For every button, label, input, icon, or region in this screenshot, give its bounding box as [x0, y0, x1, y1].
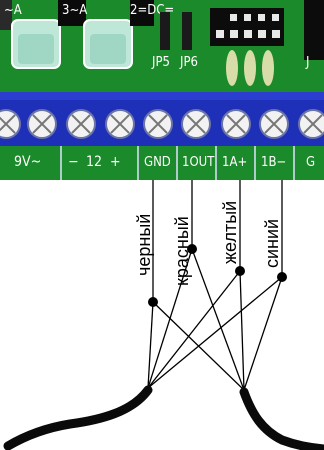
pcb-board-lower-strip	[0, 146, 324, 180]
terminal-label-g: G	[306, 155, 315, 170]
wire-label-red: красный	[172, 216, 192, 286]
wire-label-black: черный	[134, 214, 154, 276]
wire-label-blue: синий	[262, 219, 282, 268]
screw	[105, 109, 135, 139]
jumpers: JP5 JP6	[151, 12, 198, 70]
terminal-label-plus: +	[110, 154, 121, 170]
label-jp6: JP6	[179, 55, 198, 70]
terminal-label-12: 12	[86, 154, 102, 170]
terminal-label-1out: 1OUT	[182, 155, 215, 170]
screw	[259, 109, 289, 139]
wires	[147, 180, 283, 391]
junction-red	[187, 244, 197, 254]
terminal-label-gnd: GND	[144, 155, 171, 170]
junction-yellow	[235, 266, 245, 276]
terminal-dividers	[60, 146, 295, 180]
terminal-label-1a-plus: 1A+	[222, 155, 247, 170]
label-ac1: ~A	[4, 3, 22, 18]
terminal-block-highlight	[0, 92, 324, 100]
terminal-label-9v: 9V~	[14, 154, 41, 170]
screw	[27, 109, 57, 139]
screw	[181, 109, 211, 139]
label-j: J	[305, 55, 309, 70]
terminal-screws	[0, 109, 324, 139]
header-connector: J	[210, 0, 324, 70]
junction-blue	[277, 272, 287, 282]
label-ac2: 3~A	[62, 3, 87, 18]
wire-label-yellow: желтый	[220, 201, 240, 264]
terminal-label-minus: −	[68, 154, 79, 170]
screw	[221, 109, 251, 139]
fuse-holders	[0, 0, 154, 69]
capacitors	[226, 50, 274, 86]
wire-labels: черный красный желтый синий	[134, 201, 282, 286]
screw	[0, 109, 21, 139]
junction-black	[148, 297, 158, 307]
terminal-labels: 9V~ − 12 + GND 1OUT 1A+ 1B− G	[14, 154, 315, 170]
label-jp5: JP5	[151, 55, 170, 70]
cable-left	[3, 385, 153, 450]
junction-dots	[148, 244, 287, 307]
screw	[143, 109, 173, 139]
cable-right	[239, 387, 324, 450]
cables	[3, 385, 324, 450]
top-silk-labels: ~A 3~A 2=DC=	[4, 3, 174, 18]
terminal-label-1b-minus: 1B−	[261, 155, 286, 170]
screw	[298, 109, 324, 139]
screw	[66, 109, 96, 139]
